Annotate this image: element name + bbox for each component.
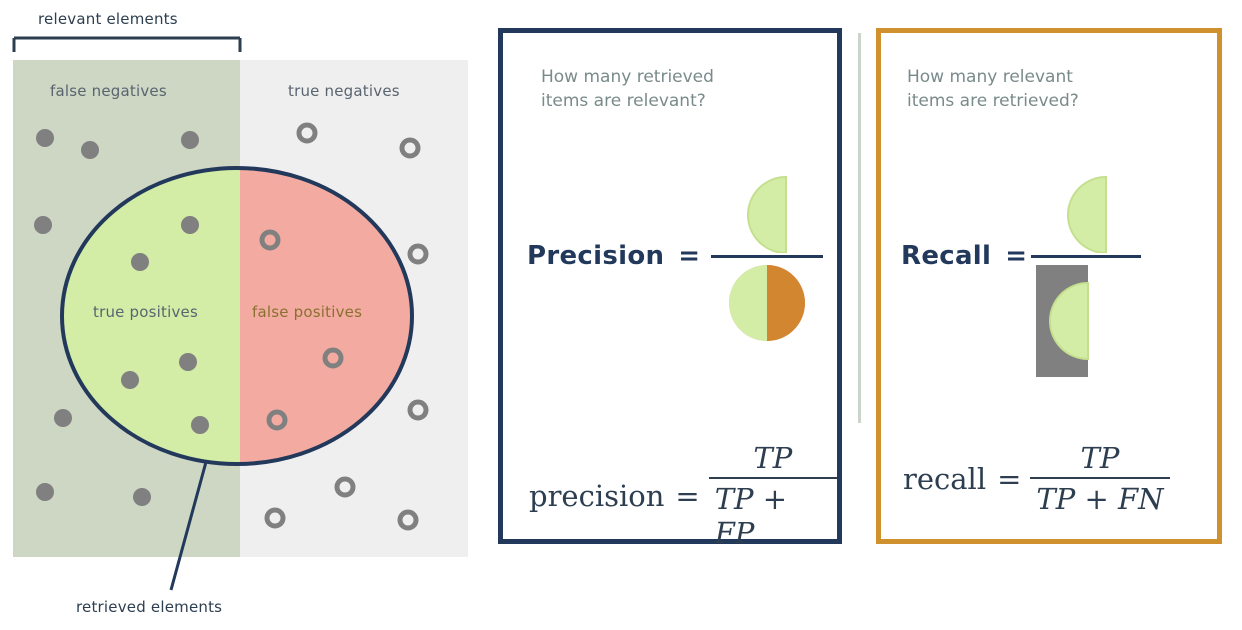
recall-formula-fraction: TP TP + FN <box>1030 441 1170 516</box>
confusion-matrix-diagram: relevant elements false negatives true n… <box>0 0 480 630</box>
nonrelevant-item-circle <box>407 399 429 421</box>
relevant-item-dot <box>121 371 139 389</box>
relevant-elements-label: relevant elements <box>38 10 178 28</box>
nonrelevant-item-markers <box>259 122 429 531</box>
retrieved-ellipse <box>60 166 414 466</box>
venn-diagram-graphic <box>12 36 468 591</box>
recall-formula-denominator: TP + FN <box>1036 482 1164 516</box>
relevant-item-markers <box>34 129 209 506</box>
precision-formula-fraction: TP TP + FP <box>708 441 837 550</box>
relevant-item-dot <box>34 216 52 234</box>
panel-divider <box>858 33 861 423</box>
recall-equals-sign: = <box>1005 241 1028 271</box>
relevant-item-dot <box>131 253 149 271</box>
relevant-item-dot <box>181 131 199 149</box>
nonrelevant-item-circle <box>334 476 356 498</box>
recall-formula-numerator: TP <box>1080 441 1120 475</box>
relevant-item-dot <box>179 353 197 371</box>
recall-fraction-bar <box>1031 255 1141 258</box>
relevant-item-dot <box>36 129 54 147</box>
recall-formula-name: recall <box>903 461 987 496</box>
precision-formula-equals: = <box>675 478 700 513</box>
false-positives-label: false positives <box>252 303 363 321</box>
precision-formula-name: precision <box>529 478 665 513</box>
relevant-item-dot <box>36 483 54 501</box>
precision-visual-fraction <box>711 173 831 341</box>
recall-question: How many relevant items are retrieved? <box>907 67 1079 112</box>
recall-title: Recall = <box>901 241 1027 271</box>
true-positives-label: true positives <box>93 303 199 321</box>
nonrelevant-item-circle <box>397 509 419 531</box>
precision-formula-rule <box>708 477 837 479</box>
relevant-item-dot <box>181 216 199 234</box>
precision-fraction-bar <box>711 255 823 258</box>
nonrelevant-item-circle <box>296 122 318 144</box>
precision-word-text: Precision <box>527 241 665 271</box>
precision-denominator-split-circle-icon <box>729 265 805 341</box>
precision-question: How many retrieved items are relevant? <box>541 67 714 112</box>
nonrelevant-item-circle <box>399 137 421 159</box>
precision-panel: How many retrieved items are relevant? P… <box>498 28 842 550</box>
precision-equals-sign: = <box>678 241 701 271</box>
relevant-item-dot <box>81 141 99 159</box>
recall-formula-rule <box>1030 477 1170 479</box>
precision-formula-denominator: TP + FP <box>714 482 788 550</box>
precision-formula-numerator: TP <box>753 441 793 475</box>
recall-word-text: Recall <box>901 241 992 271</box>
nonrelevant-item-circle <box>259 229 281 251</box>
nonrelevant-item-circle <box>266 409 288 431</box>
precision-title: Precision = <box>527 241 700 271</box>
true-negatives-label: true negatives <box>288 82 400 100</box>
recall-formula: recall = TP TP + FN <box>903 441 1170 516</box>
nonrelevant-item-circle <box>264 507 286 529</box>
relevant-item-dot <box>191 416 209 434</box>
recall-numerator-half-circle-icon <box>1067 175 1107 253</box>
recall-formula-equals: = <box>997 461 1022 496</box>
relevant-elements-bracket <box>12 36 242 52</box>
precision-numerator-half-circle-icon <box>747 175 787 253</box>
recall-visual-fraction <box>1031 173 1151 393</box>
precision-formula: precision = TP TP + FP <box>529 441 837 550</box>
nonrelevant-item-circle <box>407 243 429 265</box>
recall-panel: How many relevant items are retrieved? R… <box>876 28 1222 544</box>
false-negatives-label: false negatives <box>50 82 167 100</box>
retrieved-elements-leader-line <box>169 461 208 591</box>
nonrelevant-item-circle <box>322 347 344 369</box>
recall-denominator-rect-with-half-circle-icon <box>1036 265 1089 377</box>
relevant-item-dot <box>54 409 72 427</box>
retrieved-elements-label: retrieved elements <box>76 598 223 616</box>
relevant-item-dot <box>133 488 151 506</box>
